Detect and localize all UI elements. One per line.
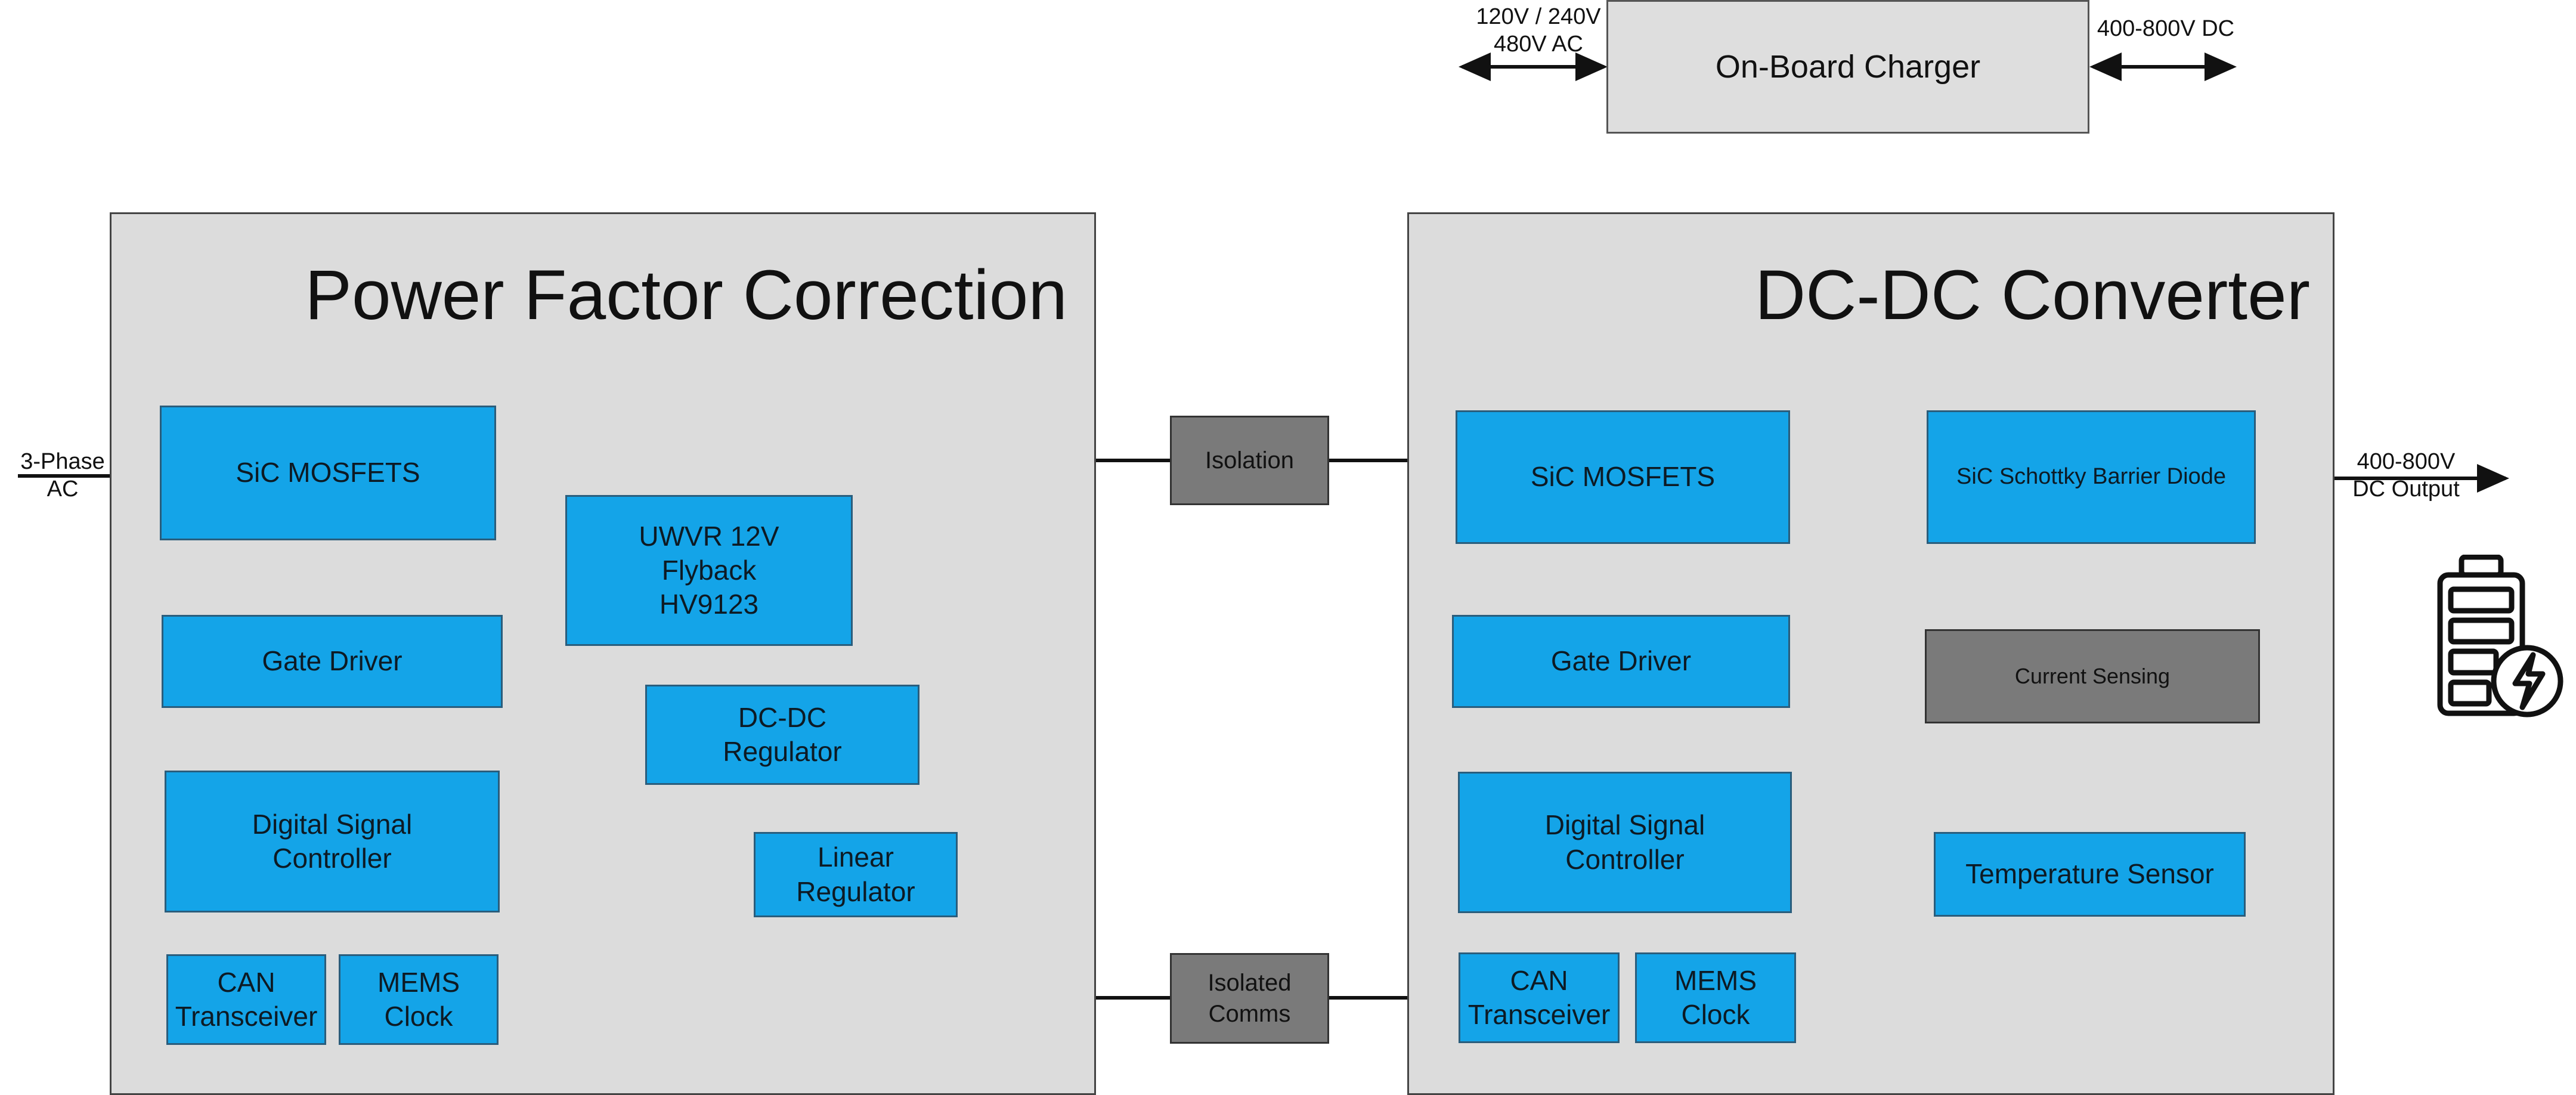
- pfc-linear-regulator: Linear Regulator: [754, 832, 958, 917]
- pfc-digital-signal-controller: Digital Signal Controller: [165, 771, 500, 912]
- dcdc-temperature-sensor: Temperature Sensor: [1934, 832, 2246, 917]
- on-board-charger: On-Board Charger: [1606, 0, 2089, 134]
- battery-charging-icon: [2437, 555, 2563, 717]
- dcdc-mems-clock: MEMS Clock: [1635, 952, 1796, 1043]
- dc-output-label: 400-800V DC Output: [2352, 449, 2460, 502]
- dcdc-can-transceiver: CAN Transceiver: [1459, 952, 1620, 1043]
- dcdc-gate-driver: Gate Driver: [1452, 615, 1790, 708]
- obc-ac-input-label: 120V / 240V 480V AC: [1476, 4, 1601, 57]
- dcdc-sic-schottky-barrier-diode: SiC Schottky Barrier Diode: [1927, 410, 2256, 544]
- pfc-title: Power Factor Correction: [305, 256, 1067, 335]
- pfc-can-transceiver: CAN Transceiver: [166, 954, 326, 1045]
- on-board-charger-label: On-Board Charger: [1715, 49, 1981, 85]
- obc-dc-output-label: 400-800V DC: [2097, 16, 2235, 41]
- isolation-block: Isolation: [1170, 416, 1329, 505]
- dcdc-current-sensing: Current Sensing: [1925, 629, 2260, 723]
- dcdc-sic-mosfets: SiC MOSFETS: [1456, 410, 1790, 544]
- pfc-dc-dc-regulator: DC-DC Regulator: [645, 685, 919, 785]
- pfc-mems-clock: MEMS Clock: [339, 954, 499, 1045]
- isolated-comms-block: Isolated Comms: [1170, 953, 1329, 1044]
- pfc-flyback: UWVR 12V Flyback HV9123: [565, 495, 853, 646]
- ac-input-label: 3-Phase AC: [20, 449, 105, 502]
- pfc-sic-mosfets: SiC MOSFETS: [160, 406, 496, 540]
- dcdc-title: DC-DC Converter: [1754, 256, 2310, 335]
- dcdc-digital-signal-controller: Digital Signal Controller: [1458, 772, 1792, 913]
- pfc-gate-driver: Gate Driver: [162, 615, 503, 708]
